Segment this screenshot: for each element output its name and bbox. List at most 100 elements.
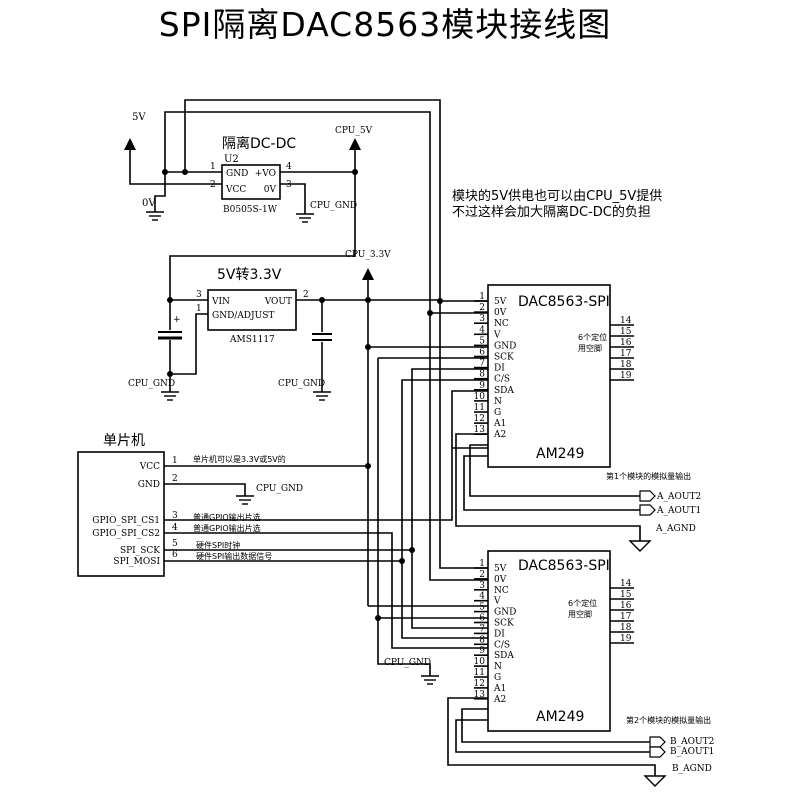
dac-pin-num: 9 bbox=[479, 381, 485, 391]
mcu-pin-name: VCC bbox=[139, 462, 160, 472]
dcdc-pin-num: 3 bbox=[286, 180, 292, 190]
dac-pin-name: DI bbox=[494, 629, 505, 639]
cpu-3v3-label: CPU_3.3V bbox=[345, 250, 391, 260]
dac-pin-name: GND bbox=[494, 608, 516, 618]
dac-pin-num: 1 bbox=[479, 292, 485, 302]
mcu-pin-name: SPI_SCK bbox=[120, 546, 160, 556]
mcu-pin-name: GPIO_SPI_CS2 bbox=[92, 529, 160, 539]
dac-pin-num: 4 bbox=[479, 592, 485, 602]
dac-pin-name: C/S bbox=[494, 640, 510, 650]
ldo-heading: 5V转3.3V bbox=[217, 267, 282, 283]
dac2-model: AM249 bbox=[536, 709, 584, 725]
mcu-pin-num: 2 bbox=[172, 474, 178, 484]
ldo-body bbox=[207, 289, 297, 331]
cap-plus-sign: + bbox=[173, 315, 181, 325]
dac-pin-num: 8 bbox=[479, 635, 485, 645]
up-arrow-icon bbox=[349, 138, 361, 150]
dac1-model: AM249 bbox=[536, 446, 584, 462]
ground-icon bbox=[235, 495, 255, 505]
dac-pin-name: A1 bbox=[493, 684, 506, 694]
dac-pin-name: SDA bbox=[494, 651, 514, 661]
dac-pin-name: A2 bbox=[493, 695, 506, 705]
dac-pin-name: N bbox=[494, 662, 502, 672]
up-arrow-icon bbox=[124, 138, 136, 150]
dac-pin-num: 12 bbox=[474, 414, 485, 424]
a-aout2-label: A_AOUT2 bbox=[656, 492, 701, 502]
ldo-part-number: AMS1117 bbox=[229, 335, 275, 345]
dac-spare-pin-num: 14 bbox=[620, 579, 632, 589]
dac-pin-name: GND bbox=[494, 341, 516, 351]
dac-spare-pin-num: 16 bbox=[620, 338, 632, 348]
isolated-dcdc: 隔离DC-DC U2 GND VCC +VO 0V 1 2 4 3 B0505S… bbox=[169, 126, 373, 301]
ground-icon bbox=[145, 211, 165, 221]
dac-pin-name: SDA bbox=[494, 386, 514, 396]
dac1-spare-note: 用空脚 bbox=[578, 343, 602, 353]
dcdc-pin-num: 2 bbox=[210, 180, 216, 190]
dac2-name: DAC8563-SPI bbox=[518, 558, 610, 574]
ldo-pin-name: VOUT bbox=[264, 297, 292, 307]
dac-pin-num: 3 bbox=[479, 314, 485, 324]
up-arrow-icon bbox=[362, 268, 374, 280]
top-power-wires bbox=[164, 99, 488, 581]
mcu-body bbox=[77, 451, 165, 577]
dac-pin-num: 12 bbox=[474, 679, 485, 689]
dac-pin-name: G bbox=[494, 673, 501, 683]
dac-pin-name: V bbox=[493, 597, 501, 607]
out1-caption: 第1个模块的模拟量输出 bbox=[606, 471, 691, 481]
dac-pin-num: 10 bbox=[474, 392, 486, 402]
dac-pin-num: 9 bbox=[479, 646, 485, 656]
junction-dot bbox=[375, 615, 381, 621]
dac2-spare-note: 用空脚 bbox=[568, 609, 592, 619]
dac-pin-num: 7 bbox=[479, 359, 485, 369]
dcdc-body bbox=[221, 164, 281, 200]
ground-icon bbox=[295, 213, 315, 223]
cpu-5v-label: CPU_5V bbox=[335, 126, 373, 136]
dcdc-heading: 隔离DC-DC bbox=[222, 135, 296, 152]
ldo-pin-name: VIN bbox=[211, 297, 230, 307]
junction-dot bbox=[427, 310, 433, 316]
cpu-gnd-label: CPU_GND bbox=[128, 379, 175, 389]
mcu-pin-num: 1 bbox=[172, 456, 178, 466]
dac-pin-name: N bbox=[494, 397, 502, 407]
dac-pin-name: SCK bbox=[494, 619, 514, 629]
dac-spare-pin-num: 14 bbox=[620, 316, 632, 326]
dac-pin-num: 3 bbox=[479, 581, 485, 591]
dac-spare-pin-num: 17 bbox=[620, 612, 632, 622]
note-line-2: 不过这样会加大隔离DC-DC的负担 bbox=[452, 204, 651, 220]
junction-dot bbox=[409, 547, 415, 553]
dac-pin-num: 13 bbox=[474, 690, 486, 700]
ldo-pin-name: GND/ADJUST bbox=[212, 311, 274, 321]
0v-label: 0V bbox=[142, 198, 156, 209]
b-aout2-label: B_AOUT2 bbox=[670, 737, 714, 747]
dac-pin-num: 2 bbox=[479, 303, 485, 313]
ldo-pin-num: 1 bbox=[196, 304, 202, 314]
mcu-pin-name: GND bbox=[138, 480, 160, 490]
dac-pin-name: NC bbox=[494, 319, 509, 329]
dac-spare-pin-num: 15 bbox=[620, 327, 632, 337]
dac-pin-num: 6 bbox=[479, 348, 485, 358]
dac-spare-pin-num: 18 bbox=[620, 623, 632, 633]
out2-caption: 第2个模块的模拟量输出 bbox=[626, 715, 711, 725]
dcdc-pin-num: 4 bbox=[286, 162, 292, 172]
dac-pin-name: V bbox=[493, 330, 501, 340]
b-aout1-label: B_AOUT1 bbox=[670, 747, 714, 757]
dac2-spare-note: 6个定位 bbox=[568, 598, 597, 608]
dac2-body bbox=[487, 550, 611, 732]
mcu-pin-name: SPI_MOSI bbox=[113, 557, 160, 567]
dac-pin-num: 5 bbox=[479, 336, 485, 346]
dac-pin-num: 13 bbox=[474, 425, 486, 435]
dac1-body bbox=[487, 284, 611, 468]
mcu-pin-num: 5 bbox=[172, 539, 178, 549]
junction-dot bbox=[365, 463, 371, 469]
output-port-icon bbox=[639, 504, 656, 516]
mcu-block: 单片机 VCC GND GPIO_SPI_CS1 GPIO_SPI_CS2 SP… bbox=[77, 433, 488, 649]
diagram-title: SPI隔离DAC8563模块接线图 bbox=[159, 5, 611, 44]
a-aout1-label: A_AOUT1 bbox=[656, 506, 701, 516]
ldo-pin-num: 2 bbox=[303, 290, 309, 300]
cpu-gnd-label: CPU_GND bbox=[278, 379, 325, 389]
dac-pin-num: 4 bbox=[479, 325, 485, 335]
dac-pin-num: 11 bbox=[474, 668, 485, 678]
b-agnd-label: B_AGND bbox=[672, 764, 712, 774]
dac1-spare-note: 6个定位 bbox=[578, 332, 607, 342]
